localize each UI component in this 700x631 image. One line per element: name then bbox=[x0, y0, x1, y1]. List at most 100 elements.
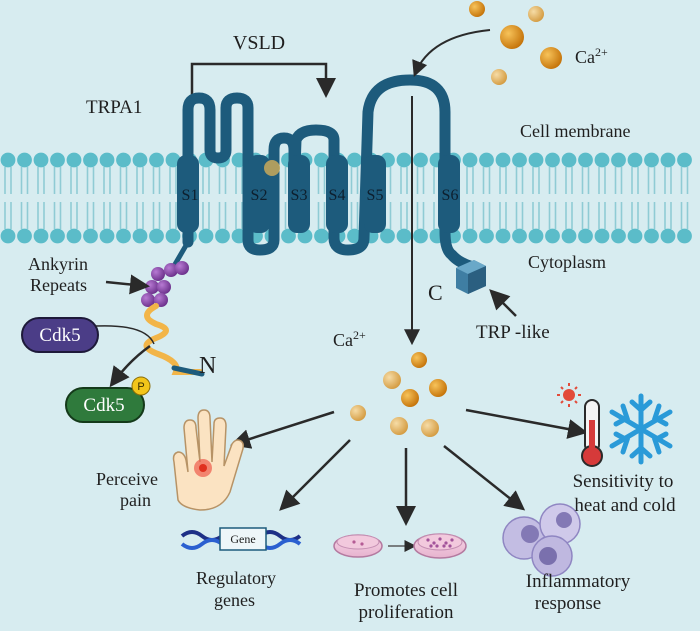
lipid-tail bbox=[416, 167, 425, 229]
lipid-head bbox=[314, 152, 329, 168]
pain-label-line1: Perceive bbox=[96, 469, 158, 489]
cdk5-active-label: Cdk5 bbox=[83, 395, 124, 416]
vsld-bracket: VSLD bbox=[190, 32, 336, 118]
lipid-tail bbox=[218, 167, 227, 229]
ankyrin-label-line1: Ankyrin bbox=[28, 254, 88, 274]
lipid-head bbox=[594, 152, 610, 168]
segment-s1-label: S1 bbox=[182, 187, 199, 204]
lipid-head bbox=[116, 228, 131, 244]
segment-s6-label: S6 bbox=[442, 187, 459, 204]
lipid-head bbox=[0, 228, 16, 244]
lipid-head bbox=[545, 152, 560, 168]
calcium-entry-arrow bbox=[412, 29, 491, 77]
lipid-tail bbox=[499, 167, 507, 229]
lipid-tail bbox=[680, 167, 689, 229]
lipid-head bbox=[528, 152, 544, 168]
cdk5-inactive-label: Cdk5 bbox=[39, 325, 80, 346]
lipid-tail bbox=[152, 167, 161, 229]
temperature-label-line1: Sensitivity to bbox=[573, 471, 674, 492]
lipid-head bbox=[578, 152, 593, 168]
lipid-head bbox=[83, 152, 98, 168]
lipid-head bbox=[165, 228, 181, 244]
lipid-head bbox=[512, 228, 527, 244]
segment-s2-label: S2 bbox=[251, 187, 268, 204]
lipid-tail bbox=[136, 167, 144, 229]
cdk5-activation-arrow bbox=[109, 344, 151, 388]
lipid-head bbox=[528, 228, 544, 244]
segment-s5-label: S5 bbox=[367, 187, 384, 204]
lipid-head bbox=[561, 228, 577, 244]
lipid-tail bbox=[647, 167, 656, 229]
lipid-tail bbox=[548, 167, 557, 229]
lipid-tail bbox=[70, 167, 78, 229]
lipid-head bbox=[660, 228, 676, 244]
lipid-tail bbox=[565, 167, 573, 229]
lipid-head bbox=[314, 228, 329, 244]
lipid-tail bbox=[86, 167, 95, 229]
lipid-tail bbox=[235, 167, 243, 229]
trpa1-channel bbox=[182, 74, 476, 272]
lipid-tail bbox=[400, 167, 408, 229]
cell-membrane-label: Cell membrane bbox=[520, 121, 630, 141]
gene-box-label: Gene bbox=[230, 532, 255, 546]
cytoplasm-label: Cytoplasm bbox=[528, 252, 606, 272]
lipid-head bbox=[50, 152, 65, 168]
segment-s5 bbox=[364, 155, 386, 233]
lipid-head bbox=[413, 152, 428, 168]
lipid-head bbox=[380, 228, 395, 244]
lipid-head bbox=[17, 228, 32, 244]
lipid-tail bbox=[169, 167, 177, 229]
lipid-tail bbox=[482, 167, 491, 229]
ca-top-label: Ca2+ bbox=[575, 45, 608, 67]
inflammation-label-line2: response bbox=[535, 593, 601, 614]
voltage-sensor-dot bbox=[264, 160, 280, 176]
lipid-head bbox=[50, 228, 65, 244]
lipid-tail bbox=[631, 167, 639, 229]
lipid-head bbox=[644, 228, 659, 244]
lipid-tail bbox=[350, 167, 359, 229]
svg-text:P: P bbox=[137, 381, 144, 393]
effect-arrows bbox=[230, 408, 588, 526]
temperature-label-line2: heat and cold bbox=[574, 495, 676, 516]
intracellular-calcium bbox=[350, 352, 447, 437]
lipid-bilayer bbox=[0, 152, 692, 244]
lipid-head bbox=[198, 228, 214, 244]
genes-label-line1: Regulatory bbox=[196, 568, 276, 588]
lipid-head bbox=[495, 152, 511, 168]
sun-icon bbox=[557, 383, 581, 407]
pain-label-line2: pain bbox=[120, 490, 151, 510]
transmembrane-segments: S1 S2 S3 S4 S5 S6 bbox=[177, 155, 460, 233]
lipid-head bbox=[33, 228, 49, 244]
phosphate-badge: P bbox=[131, 376, 151, 396]
lipid-head bbox=[347, 152, 362, 168]
lipid-head bbox=[479, 228, 494, 244]
lipid-head bbox=[677, 152, 692, 168]
lipid-head bbox=[462, 228, 478, 244]
n-terminus-label: N bbox=[199, 353, 216, 379]
lipid-head bbox=[396, 152, 412, 168]
lipid-head bbox=[495, 228, 511, 244]
lipid-tail bbox=[119, 167, 128, 229]
ankyrin-arrow bbox=[105, 274, 150, 295]
lipid-head bbox=[33, 152, 49, 168]
inflammation-label-line1: Inflammatory bbox=[526, 571, 631, 592]
snowflake-icon bbox=[609, 393, 673, 465]
lipid-head bbox=[165, 152, 181, 168]
lipid-tail bbox=[515, 167, 524, 229]
trp-like-domain bbox=[456, 260, 486, 294]
segment-s1 bbox=[177, 155, 199, 233]
lipid-head bbox=[347, 228, 362, 244]
lipid-head bbox=[644, 152, 659, 168]
lipid-tail bbox=[664, 167, 672, 229]
lipid-tail bbox=[37, 167, 45, 229]
trpa1-label: TRPA1 bbox=[86, 97, 142, 118]
proliferation-label-line1: Promotes cell bbox=[354, 580, 458, 601]
lipid-head bbox=[660, 152, 676, 168]
ankyrin-label-line2: Repeats bbox=[30, 275, 87, 295]
segment-s2 bbox=[248, 155, 270, 233]
lipid-tail bbox=[103, 167, 111, 229]
vsld-label: VSLD bbox=[233, 32, 285, 54]
lipid-tail bbox=[202, 167, 210, 229]
trp-like-label: TRP -like bbox=[476, 322, 550, 343]
segment-s3 bbox=[288, 155, 310, 233]
